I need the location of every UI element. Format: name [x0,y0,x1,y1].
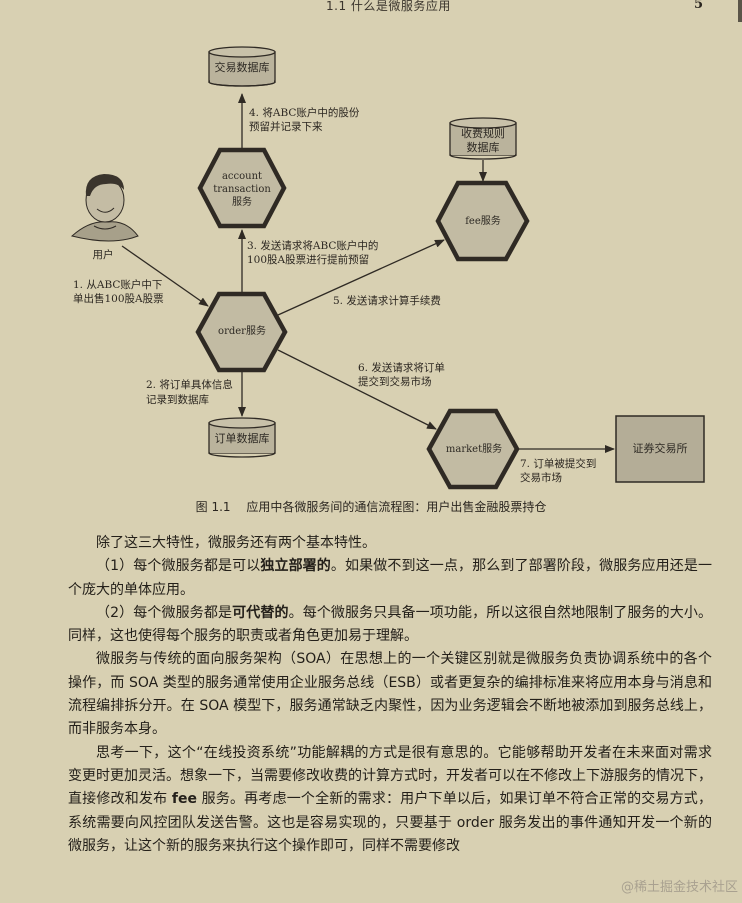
market-service-label: market服务 [445,444,503,455]
paragraph-3: （2）每个微服务都是可代替的。每个微服务只具备一项功能，所以这很自然地限制了服务… [68,602,712,649]
step2-label-line2: 记录到数据库 [146,394,209,406]
order-db-label: 订单数据库 [214,432,270,445]
diagram-graphics [70,46,705,490]
step1-label-line1: 1. 从ABC账户中下 [73,279,163,291]
fee-service-label: fee服务 [465,216,501,227]
paragraph-3-text-rest: 。每个微服务只具备一项功能，所以这很自然地限制了服务的大小。同样，这也使得每个服… [68,604,713,645]
trade-db-icon [208,46,276,87]
step4-label-line2: 预留并记录下来 [249,121,323,133]
body-text: 除了这三大特性，微服务还有两个基本特性。 （1）每个微服务都是可以独立部署的。如… [68,532,712,858]
order-service-label: order服务 [218,326,266,337]
paragraph-2-emphasis: 独立部署的 [260,558,331,575]
step5-label: 5. 发送请求计算手续费 [333,295,441,307]
step3-label-line1: 3. 发送请求将ABC账户中的 [247,240,379,252]
trade-db-label: 交易数据库 [214,61,270,74]
step6-label-line1: 6. 发送请求将订单 [358,362,445,374]
fee-service-hexagon [435,180,530,262]
paragraph-3-text: （2）每个微服务都是 [96,604,233,621]
stock-exchange-label: 证券交易所 [632,442,688,455]
paragraph-2: （1）每个微服务都是可以独立部署的。如果做不到这一点，那么到了部署阶段，微服务应… [68,555,712,602]
arrow-user-to-order [121,245,209,307]
user-avatar-icon [70,174,139,242]
step4-label-line1: 4. 将ABC账户中的股份 [249,107,360,119]
paragraph-5-text-rest: 服务。再考虑一个全新的需求：用户下单以后，如果订单不符合正常的交易方式，系统需要… [68,791,712,854]
step7-label-line1: 7. 订单被提交到 [520,458,597,470]
watermark: @稀土掘金技术社区 [620,880,738,895]
paragraph-5: 思考一下，这个“在线投资系统”功能解耦的方式是很有意思的。它能够帮助开发者在未来… [68,742,712,858]
order-service-hexagon [195,291,288,373]
step6-label-line2: 提交到交易市场 [358,376,432,388]
fee-rules-db-icon [449,117,517,160]
fee-rules-db-label-line1: 收费规则 [461,127,505,140]
step1-label-line2: 单出售100股A股票 [73,293,164,305]
paragraph-5-text: 思考一下，这个“在线投资系统”功能解耦的方式是很有意思的。它能够帮助开发者在未来… [68,744,712,808]
user-label: 用户 [92,249,114,261]
figure-caption: 图 1.1 应用中各微服务间的通信流程图：用户出售金融股票持仓 [0,498,742,515]
account-service-label-line3: 服务 [232,197,252,208]
paragraph-3-emphasis: 可代替的 [232,604,289,621]
account-service-label-line1: account [221,171,263,182]
fee-rules-db-label-line2: 数据库 [466,141,500,154]
paragraph-5-emphasis: fee [171,791,197,808]
arrow-order-to-fee [277,239,445,316]
step3-label-line2: 100股A股票进行提前预留 [247,254,370,266]
step2-label-line1: 2. 将订单具体信息 [146,379,233,391]
figure-caption-text: 应用中各微服务间的通信流程图：用户出售金融股票持仓 [246,500,547,514]
page-header: 1.1 什么是微服务应用 5 [0,0,742,22]
stock-exchange-box [615,415,705,483]
page-number: 5 [694,0,704,12]
figure-number: 图 1.1 [195,500,231,514]
paragraph-1: 除了这三大特性，微服务还有两个基本特性。 [96,535,376,551]
step7-label-line2: 交易市场 [520,472,562,484]
order-db-icon [208,417,276,458]
running-header-title: 1.1 什么是微服务应用 [326,0,451,13]
paragraph-4: 微服务与传统的面向服务架构（SOA）在思想上的一个关键区别就是微服务负责协调系统… [68,651,712,738]
account-service-label-line2: transaction [213,184,271,195]
page-edge-mark [738,0,742,22]
arrow-order-to-market [277,349,437,430]
microservices-flow-diagram: 交易数据库 收费规则 数据库 订单数据库 account transaction… [70,46,705,490]
paragraph-2-text-rest: 。如果做不到这一点，那么到了部署阶段，微服务应用还是一个庞大的单体应用。 [68,558,712,598]
market-service-hexagon [426,408,520,490]
account-service-hexagon [197,147,287,229]
paragraph-2-text: （1）每个微服务都是可以 [96,558,261,575]
